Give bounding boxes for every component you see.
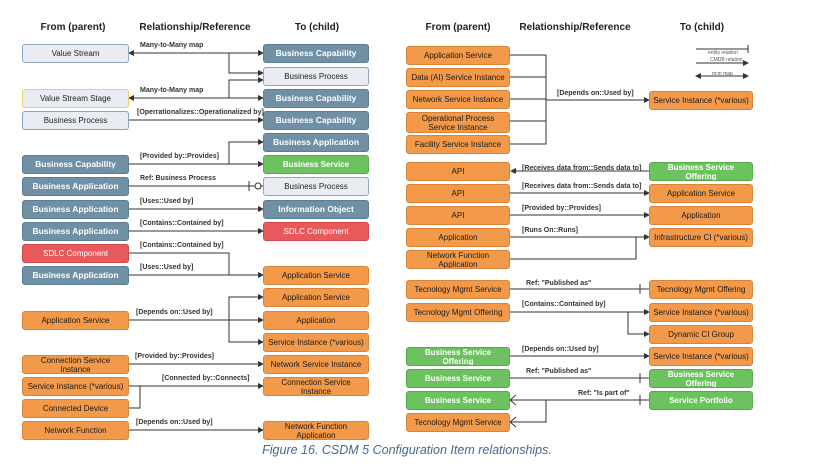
value-stream-stage-box: Value Stream Stage [22,89,129,108]
header-from-right: From (parent) [425,22,491,33]
data-ai-service-instance-box: Data (AI) Service Instance [406,68,510,87]
network-service-instance-box: Network Service Instance [406,90,510,109]
relationship-label: [Operrationalizes::Operationalized by] [137,109,264,116]
service-instance-box: Service Instance (*various) [649,91,753,110]
relationship-label: [Provided by::Provides] [140,153,219,160]
relationship-label: [Uses::Used by] [140,198,194,205]
network-function-box: Network Function [22,421,129,440]
relationship-label: [Receives data from::Sends data to] [522,183,642,190]
service-instance-box: Service Instance (*various) [649,303,753,322]
api-box: API [406,162,510,181]
connection-service-instance-box: Connection Service Instance [263,377,369,396]
dynamic-ci-group-box: Dynamic CI Group [649,325,753,344]
relationship-label: [Connected by::Connects] [162,375,250,382]
application-service-box: Application Service [649,184,753,203]
relationship-label: [Contains::Contained by] [140,220,224,227]
sdlc-component-box: SDLC Component [263,222,369,241]
information-object-box: Information Object [263,200,369,219]
legend-mm-map: m:m map [712,71,733,77]
header-to-right: To (child) [679,22,725,33]
relationship-label: [Provided by::Provides] [522,205,601,212]
relationship-label: [Depends on::Used by] [136,309,213,316]
service-instance-box: Service Instance (*various) [22,377,129,396]
application-service-box: Application Service [406,46,510,65]
service-portfolio-box: Service Portfolio [649,391,753,410]
business-service-box: Business Service [406,369,510,388]
header-from-left: From (parent) [40,22,106,33]
header-to-left: To (child) [294,22,340,33]
business-capability-box: Business Capability [263,111,369,130]
api-box: API [406,184,510,203]
network-function-application-box: Network Function Application [406,250,510,269]
business-process-box: Business Process [263,177,369,196]
relationship-label: [Runs On::Runs] [522,227,578,234]
operational-process-service-instance-box: Operational Process Service Instance [406,112,510,133]
header-relationship-left: Relationship/Reference [139,22,251,33]
application-service-box: Application Service [263,288,369,307]
relationship-label: [Depends on::Used by] [136,419,213,426]
business-service-offering-box: Business Service Offering [649,369,753,388]
business-application-box: Business Application [22,222,129,241]
relationship-label: [Depends on::Used by] [557,90,634,97]
network-service-instance-box: Network Service Instance [263,355,369,374]
network-function-application-box: Network Function Application [263,421,369,440]
connected-device-box: Connected Device [22,399,129,418]
relationship-label: [Receives data from::Sends data to] [522,165,642,172]
value-stream-box: Value Stream [22,44,129,63]
business-application-box: Business Application [22,200,129,219]
application-box: Application [263,311,369,330]
application-box: Application [649,206,753,225]
technology-mgmt-service-box: Tecnology Mgmt Service [406,280,510,299]
legend-entity-relation: entity relation [708,50,738,56]
business-application-box: Business Application [263,133,369,152]
technology-mgmt-service-box: Tecnology Mgmt Service [406,413,510,432]
business-service-offering-box: Business Service Offering [406,347,510,366]
relationship-label: Many-to-Many map [140,42,204,49]
application-box: Application [406,228,510,247]
relationship-label: [Uses::Used by] [140,264,194,271]
relationship-label: [Contains::Contained by] [140,242,224,249]
api-box: API [406,206,510,225]
connection-service-instance-box: Connection Service Instance [22,355,129,374]
relationship-label: Ref: "Published as" [526,368,592,375]
service-instance-box: Service Instance (*various) [649,347,753,366]
technology-mgmt-offering-box: Tecnology Mgmt Offering [649,280,753,299]
business-process-box: Business Process [22,111,129,130]
relationship-label: [Contains::Contained by] [522,301,606,308]
business-service-box: Business Service [406,391,510,410]
business-capability-box: Business Capability [263,89,369,108]
technology-mgmt-offering-box: Tecnology Mgmt Offering [406,303,510,322]
relationship-label: Ref: "Is part of" [578,390,630,397]
service-instance-box: Service Instance (*various) [263,333,369,352]
relationship-label: Ref: "Published as" [526,280,592,287]
facility-service-instance-box: Facility Service Instance [406,135,510,154]
business-application-box: Business Application [22,177,129,196]
business-application-box: Business Application [22,266,129,285]
legend-cmdb-relation: CMDB relation [710,57,743,63]
figure-caption: Figure 16. CSDM 5 Configuration Item rel… [262,443,552,457]
relationship-label: Ref: Business Process [140,175,216,182]
business-process-box: Business Process [263,67,369,86]
relationship-label: [Provided by::Provides] [135,353,214,360]
application-service-box: Application Service [263,266,369,285]
header-relationship-right: Relationship/Reference [519,22,631,33]
relationship-label: [Depends on::Used by] [522,346,599,353]
business-service-box: Business Service [263,155,369,174]
infrastructure-ci-box: Infrastructure CI (*various) [649,228,753,247]
application-service-box: Application Service [22,311,129,330]
business-service-offering-box: Business Service Offering [649,162,753,181]
business-capability-box: Business Capability [263,44,369,63]
relationship-label: Many-to-Many map [140,87,204,94]
business-capability-box: Business Capability [22,155,129,174]
sdlc-component-box: SDLC Component [22,244,129,263]
